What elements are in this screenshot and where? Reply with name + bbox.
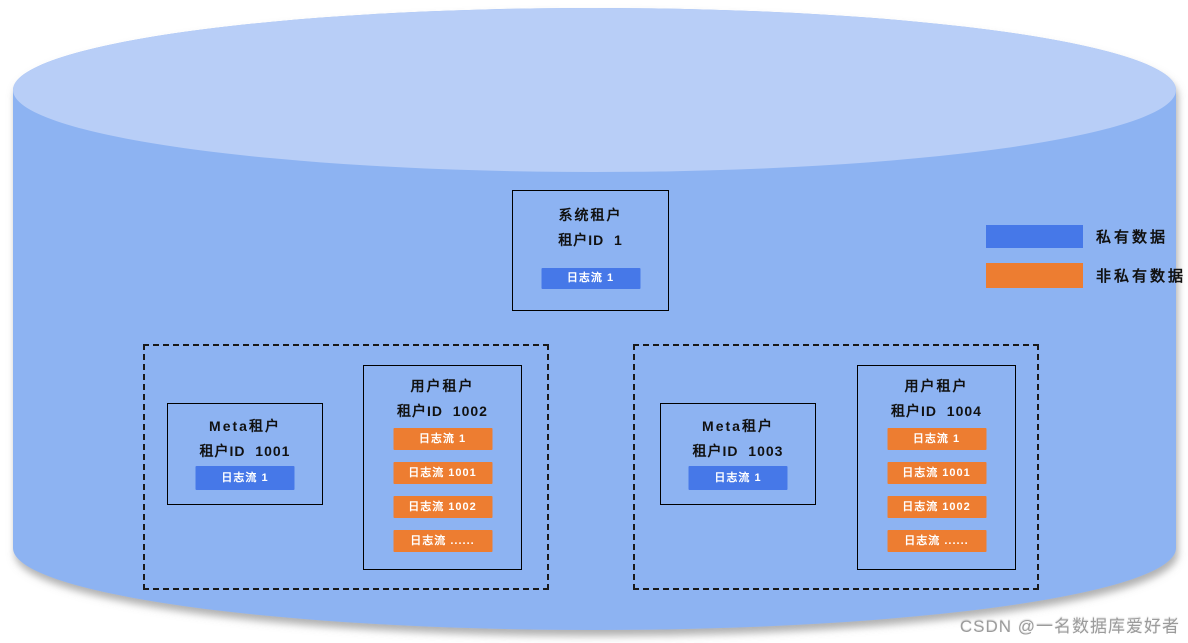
legend-item-private: 私有数据	[986, 223, 1168, 249]
user-tenant-1002-subtitle: 租户ID 1002	[397, 403, 488, 419]
legend-label-non-private: 非私有数据	[1096, 267, 1187, 285]
legend-swatch-private	[986, 224, 1083, 248]
log-stream-badge: 日志流 1002	[887, 496, 986, 518]
log-stream-badge: 日志流 1001	[393, 462, 492, 484]
tenant-group-left	[143, 344, 549, 590]
meta-tenant-1003-box: Meta租户 租户ID 1003 日志流 1	[660, 403, 816, 505]
meta-tenant-1001-subtitle: 租户ID 1001	[199, 443, 291, 459]
cylinder-body	[13, 7, 1176, 630]
legend-label-private: 私有数据	[1096, 228, 1169, 246]
user-tenant-1004-title: 用户租户	[904, 378, 969, 394]
log-stream-badge: 日志流 1001	[887, 462, 986, 484]
log-stream-badge: 日志流 1002	[393, 496, 492, 518]
legend-swatch-non-private	[986, 262, 1083, 288]
log-stream-badge: 日志流 ......	[393, 530, 492, 552]
user-tenant-1002-box: 用户租户 租户ID 1002 日志流 1 日志流 1001 日志流 1002 日…	[363, 365, 522, 570]
log-stream-badge: 日志流 1	[688, 466, 788, 490]
system-tenant-title: 系统租户	[558, 207, 623, 223]
log-stream-badge: 日志流 ......	[887, 530, 986, 552]
meta-tenant-1001-box: Meta租户 租户ID 1001 日志流 1	[167, 403, 323, 505]
log-stream-badge: 日志流 1	[887, 428, 986, 450]
log-stream-badge: 日志流 1	[393, 428, 492, 450]
meta-tenant-1003-subtitle: 租户ID 1003	[692, 443, 784, 459]
user-tenant-1004-subtitle: 租户ID 1004	[891, 403, 982, 419]
user-tenant-1004-box: 用户租户 租户ID 1004 日志流 1 日志流 1001 日志流 1002 日…	[857, 365, 1016, 570]
log-stream-badge: 日志流 1	[541, 268, 640, 289]
system-tenant-subtitle: 租户ID 1	[558, 232, 623, 248]
user-tenant-1002-title: 用户租户	[410, 378, 475, 394]
tenant-group-right	[633, 344, 1039, 590]
system-tenant-box: 系统租户 租户ID 1 日志流 1	[512, 190, 669, 311]
cylinder-top-face	[13, 8, 1176, 172]
log-stream-badge: 日志流 1	[195, 466, 295, 490]
meta-tenant-1001-title: Meta租户	[209, 418, 281, 434]
legend-item-non-private: 非私有数据	[986, 262, 1186, 288]
meta-tenant-1003-title: Meta租户	[702, 418, 774, 434]
csdn-watermark: CSDN @一名数据库爱好者	[959, 617, 1180, 636]
